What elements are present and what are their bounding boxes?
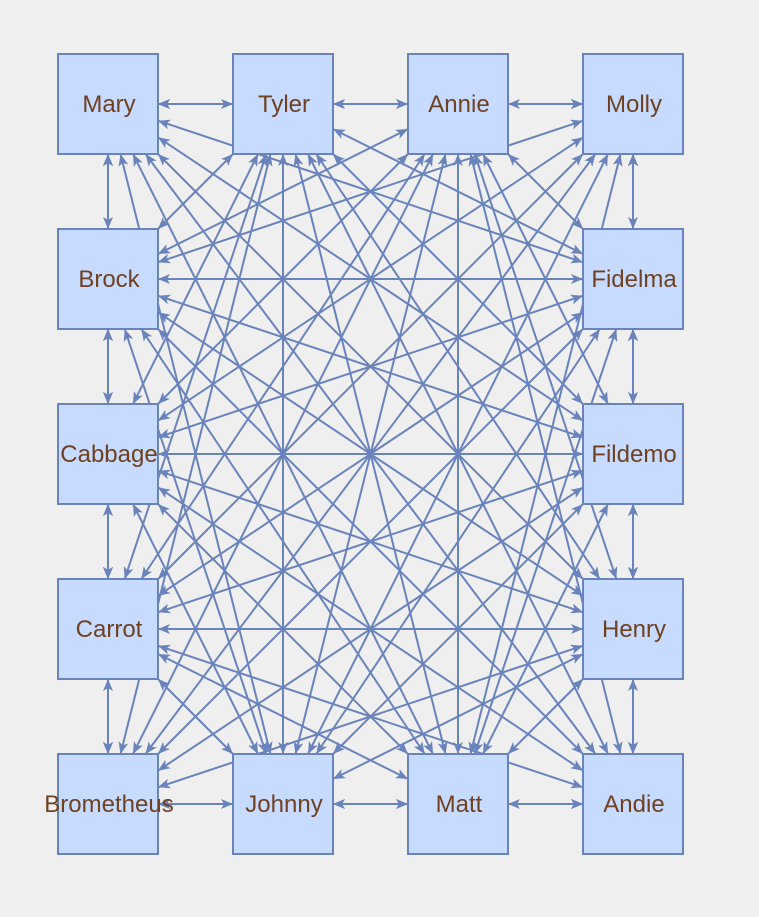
node-box <box>57 578 159 680</box>
node-box <box>57 228 159 330</box>
node-box <box>582 228 684 330</box>
edge-henry-matt <box>507 678 584 755</box>
node-label: Brometheus <box>44 791 173 818</box>
node-label: Tyler <box>258 91 310 118</box>
node-johnny[interactable]: Johnny <box>232 753 334 855</box>
node-mary[interactable]: Mary <box>57 53 159 155</box>
node-molly[interactable]: Molly <box>582 53 684 155</box>
node-box <box>57 753 159 855</box>
node-label: Fidelma <box>591 266 677 293</box>
node-label: Andie <box>603 791 664 818</box>
node-henry[interactable]: Henry <box>582 578 684 680</box>
node-tyler[interactable]: Tyler <box>232 53 334 155</box>
node-andie[interactable]: Andie <box>582 753 684 855</box>
node-box <box>57 403 159 505</box>
edge-henry-johnny <box>332 653 584 780</box>
node-label: Henry <box>602 616 666 643</box>
node-label: Carrot <box>76 616 143 643</box>
node-fildemo[interactable]: Fildemo <box>582 403 684 505</box>
node-label: Matt <box>436 791 483 818</box>
node-fidelma[interactable]: Fidelma <box>582 228 684 330</box>
node-box <box>57 53 159 155</box>
node-box <box>582 53 684 155</box>
node-label: Mary <box>82 91 135 118</box>
node-cabbage[interactable]: Cabbage <box>57 403 159 505</box>
node-brometheus[interactable]: Brometheus <box>44 753 174 855</box>
node-box <box>582 753 684 855</box>
node-label: Johnny <box>245 791 322 818</box>
node-box <box>232 53 334 155</box>
node-label: Fildemo <box>591 441 676 468</box>
node-label: Brock <box>78 266 140 293</box>
node-label: Annie <box>428 91 489 118</box>
node-box <box>407 753 509 855</box>
edges-layer <box>103 99 638 809</box>
node-box <box>232 753 334 855</box>
node-carrot[interactable]: Carrot <box>57 578 159 680</box>
node-brock[interactable]: Brock <box>57 228 159 330</box>
node-matt[interactable]: Matt <box>407 753 509 855</box>
node-label: Cabbage <box>60 441 157 468</box>
node-label: Molly <box>606 91 662 118</box>
node-box <box>582 578 684 680</box>
node-box <box>582 403 684 505</box>
node-box <box>407 53 509 155</box>
node-annie[interactable]: Annie <box>407 53 509 155</box>
